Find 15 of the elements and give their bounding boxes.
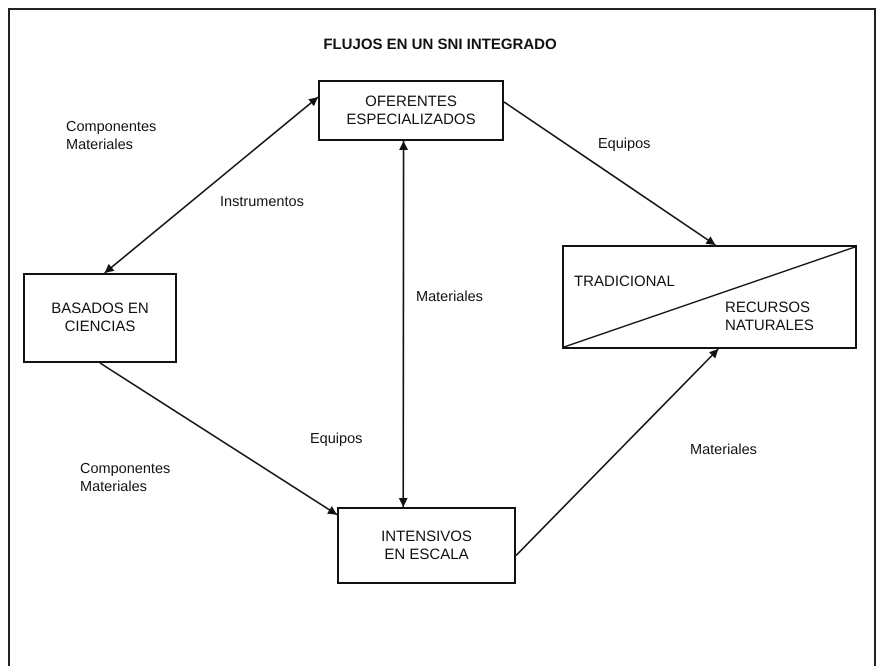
- node-text: INTENSIVOS EN ESCALA: [380, 528, 473, 564]
- diagram-title: FLUJOS EN UN SNI INTEGRADO: [322, 36, 558, 53]
- node-text: OFERENTES ESPECIALIZADOS: [345, 92, 477, 128]
- arrow: [100, 362, 338, 516]
- process-box: [23, 273, 177, 363]
- node-text: RECURSOS NATURALES: [725, 299, 815, 335]
- arrow: [515, 348, 719, 556]
- arrow: [398, 141, 408, 507]
- arrow: [504, 101, 716, 246]
- process-box: [318, 80, 504, 141]
- flow-label: Equipos: [310, 430, 362, 448]
- process-box: [337, 507, 516, 584]
- arrow: [104, 96, 318, 274]
- node-text: TRADICIONAL: [574, 273, 675, 291]
- node-text: BASADOS EN CIENCIAS: [50, 300, 150, 336]
